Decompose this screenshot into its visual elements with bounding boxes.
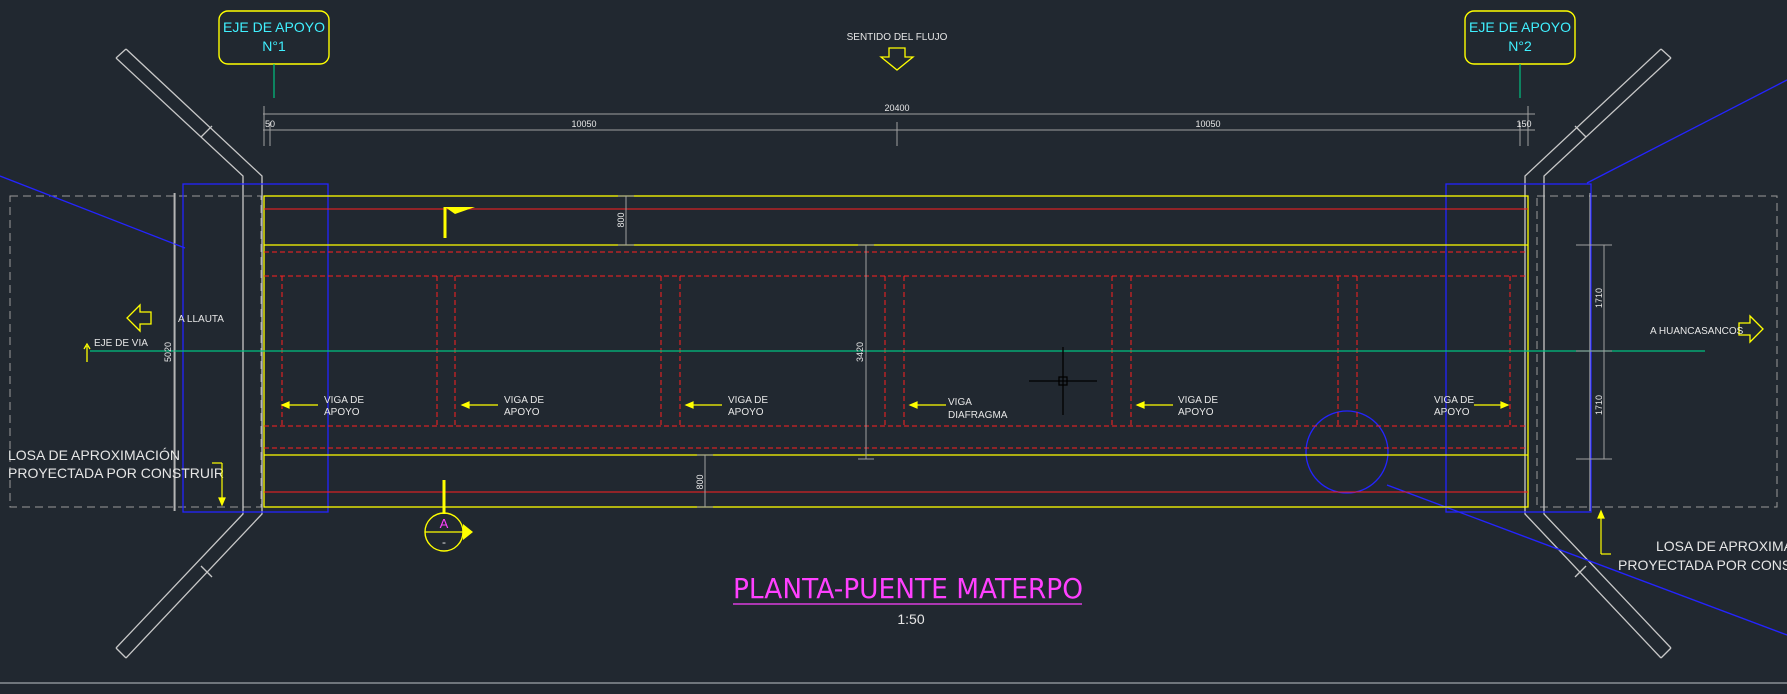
crosshair-cursor: [1029, 347, 1097, 415]
support-axis-tag-2: EJE DE APOYO N°2: [1464, 10, 1576, 98]
flow-direction-label: SENTIDO DEL FLUJO: [847, 32, 948, 43]
beam-label-2-line2: APOYO: [504, 407, 540, 418]
dim-span-left: 10050: [571, 119, 596, 129]
beam-label-6-line1: VIGA DE: [1434, 395, 1474, 406]
support-axis-1-line2: N°1: [262, 38, 286, 54]
approach-slab-right-line1: LOSA DE APROXIMAC: [1656, 538, 1787, 554]
vertical-dimension-lines: [173, 193, 1612, 511]
blue-construction-lines: [0, 79, 1787, 636]
beam-label-3-line2: APOYO: [728, 407, 764, 418]
drawing-title: PLANTA-PUENTE MATERPO: [733, 572, 1083, 605]
wing-wall-left: [115, 48, 263, 659]
arrow-left-icon: [126, 303, 152, 333]
road-axis-label: EJE DE VIA: [94, 338, 148, 349]
dim-right-lower: 1710: [1594, 395, 1604, 415]
section-letter: A: [440, 516, 449, 531]
beam-label-2: VIGA DE APOYO: [504, 395, 544, 418]
wing-wall-right: [1524, 48, 1672, 659]
dim-span-right: 10050: [1195, 119, 1220, 129]
dim-right-upper: 1710: [1594, 288, 1604, 308]
approach-slab-right: [1536, 195, 1778, 508]
beam-label-1: VIGA DE APOYO: [324, 395, 364, 418]
road-axis-marker: [83, 342, 91, 362]
approach-slab-right-leader: [1597, 509, 1611, 555]
section-marker-a: A -: [424, 480, 473, 552]
section-sub: -: [442, 535, 446, 549]
beam-label-6-line2: APOYO: [1434, 407, 1470, 418]
direction-left-label: A LLAUTA: [178, 314, 224, 325]
beam-label-3-line1: VIGA DE: [728, 395, 768, 406]
top-dimension-chain: [263, 106, 1535, 146]
beam-label-1-line2: APOYO: [324, 407, 360, 418]
beam-label-3: VIGA DE APOYO: [728, 395, 768, 418]
beam-label-5-line2: APOYO: [1178, 407, 1214, 418]
beam-lines: [264, 208, 1528, 493]
approach-slab-right-line2: PROYECTADA POR CONSTI: [1618, 557, 1787, 573]
beam-label-2-line1: VIGA DE: [504, 395, 544, 406]
dim-center-width: 3420: [855, 342, 865, 362]
beam-label-1-line1: VIGA DE: [324, 395, 364, 406]
approach-slab-left-line1: LOSA DE APROXIMACIÓN: [8, 447, 180, 463]
support-axis-2-line1: EJE DE APOYO: [1469, 19, 1571, 35]
beam-label-5-line1: VIGA DE: [1178, 395, 1218, 406]
beam-label-diaphragm-line2: DIAFRAGMA: [948, 410, 1008, 421]
direction-right-label: A HUANCASANCOS: [1650, 326, 1744, 337]
support-axis-2-line2: N°2: [1508, 38, 1532, 54]
support-axis-tag-1: EJE DE APOYO N°1: [218, 10, 330, 98]
flag-marker-icon: [443, 207, 475, 238]
beam-label-arrows: [280, 401, 1510, 409]
arrow-right-icon: [1738, 314, 1764, 344]
dim-bottom-strip: 800: [695, 474, 705, 489]
approach-slab-left-leader: [212, 462, 226, 507]
dim-top-strip: 800: [616, 212, 626, 227]
beam-label-5: VIGA DE APOYO: [1178, 395, 1218, 418]
support-axis-1-line1: EJE DE APOYO: [223, 19, 325, 35]
dim-total: 20400: [884, 103, 909, 113]
approach-slab-left-line2: PROYECTADA POR CONSTRUIR: [8, 465, 224, 481]
dim-left-end: 50: [265, 119, 275, 129]
dim-right-end: 150: [1516, 119, 1531, 129]
beam-label-diaphragm-line1: VIGA: [948, 397, 972, 408]
dim-left-width: 5020: [163, 342, 173, 362]
flow-arrow-icon: [879, 47, 915, 71]
beam-label-diaphragm: VIGA DIAFRAGMA: [948, 397, 1008, 421]
drawing-scale: 1:50: [897, 611, 924, 627]
beam-label-6: VIGA DE APOYO: [1434, 395, 1474, 418]
